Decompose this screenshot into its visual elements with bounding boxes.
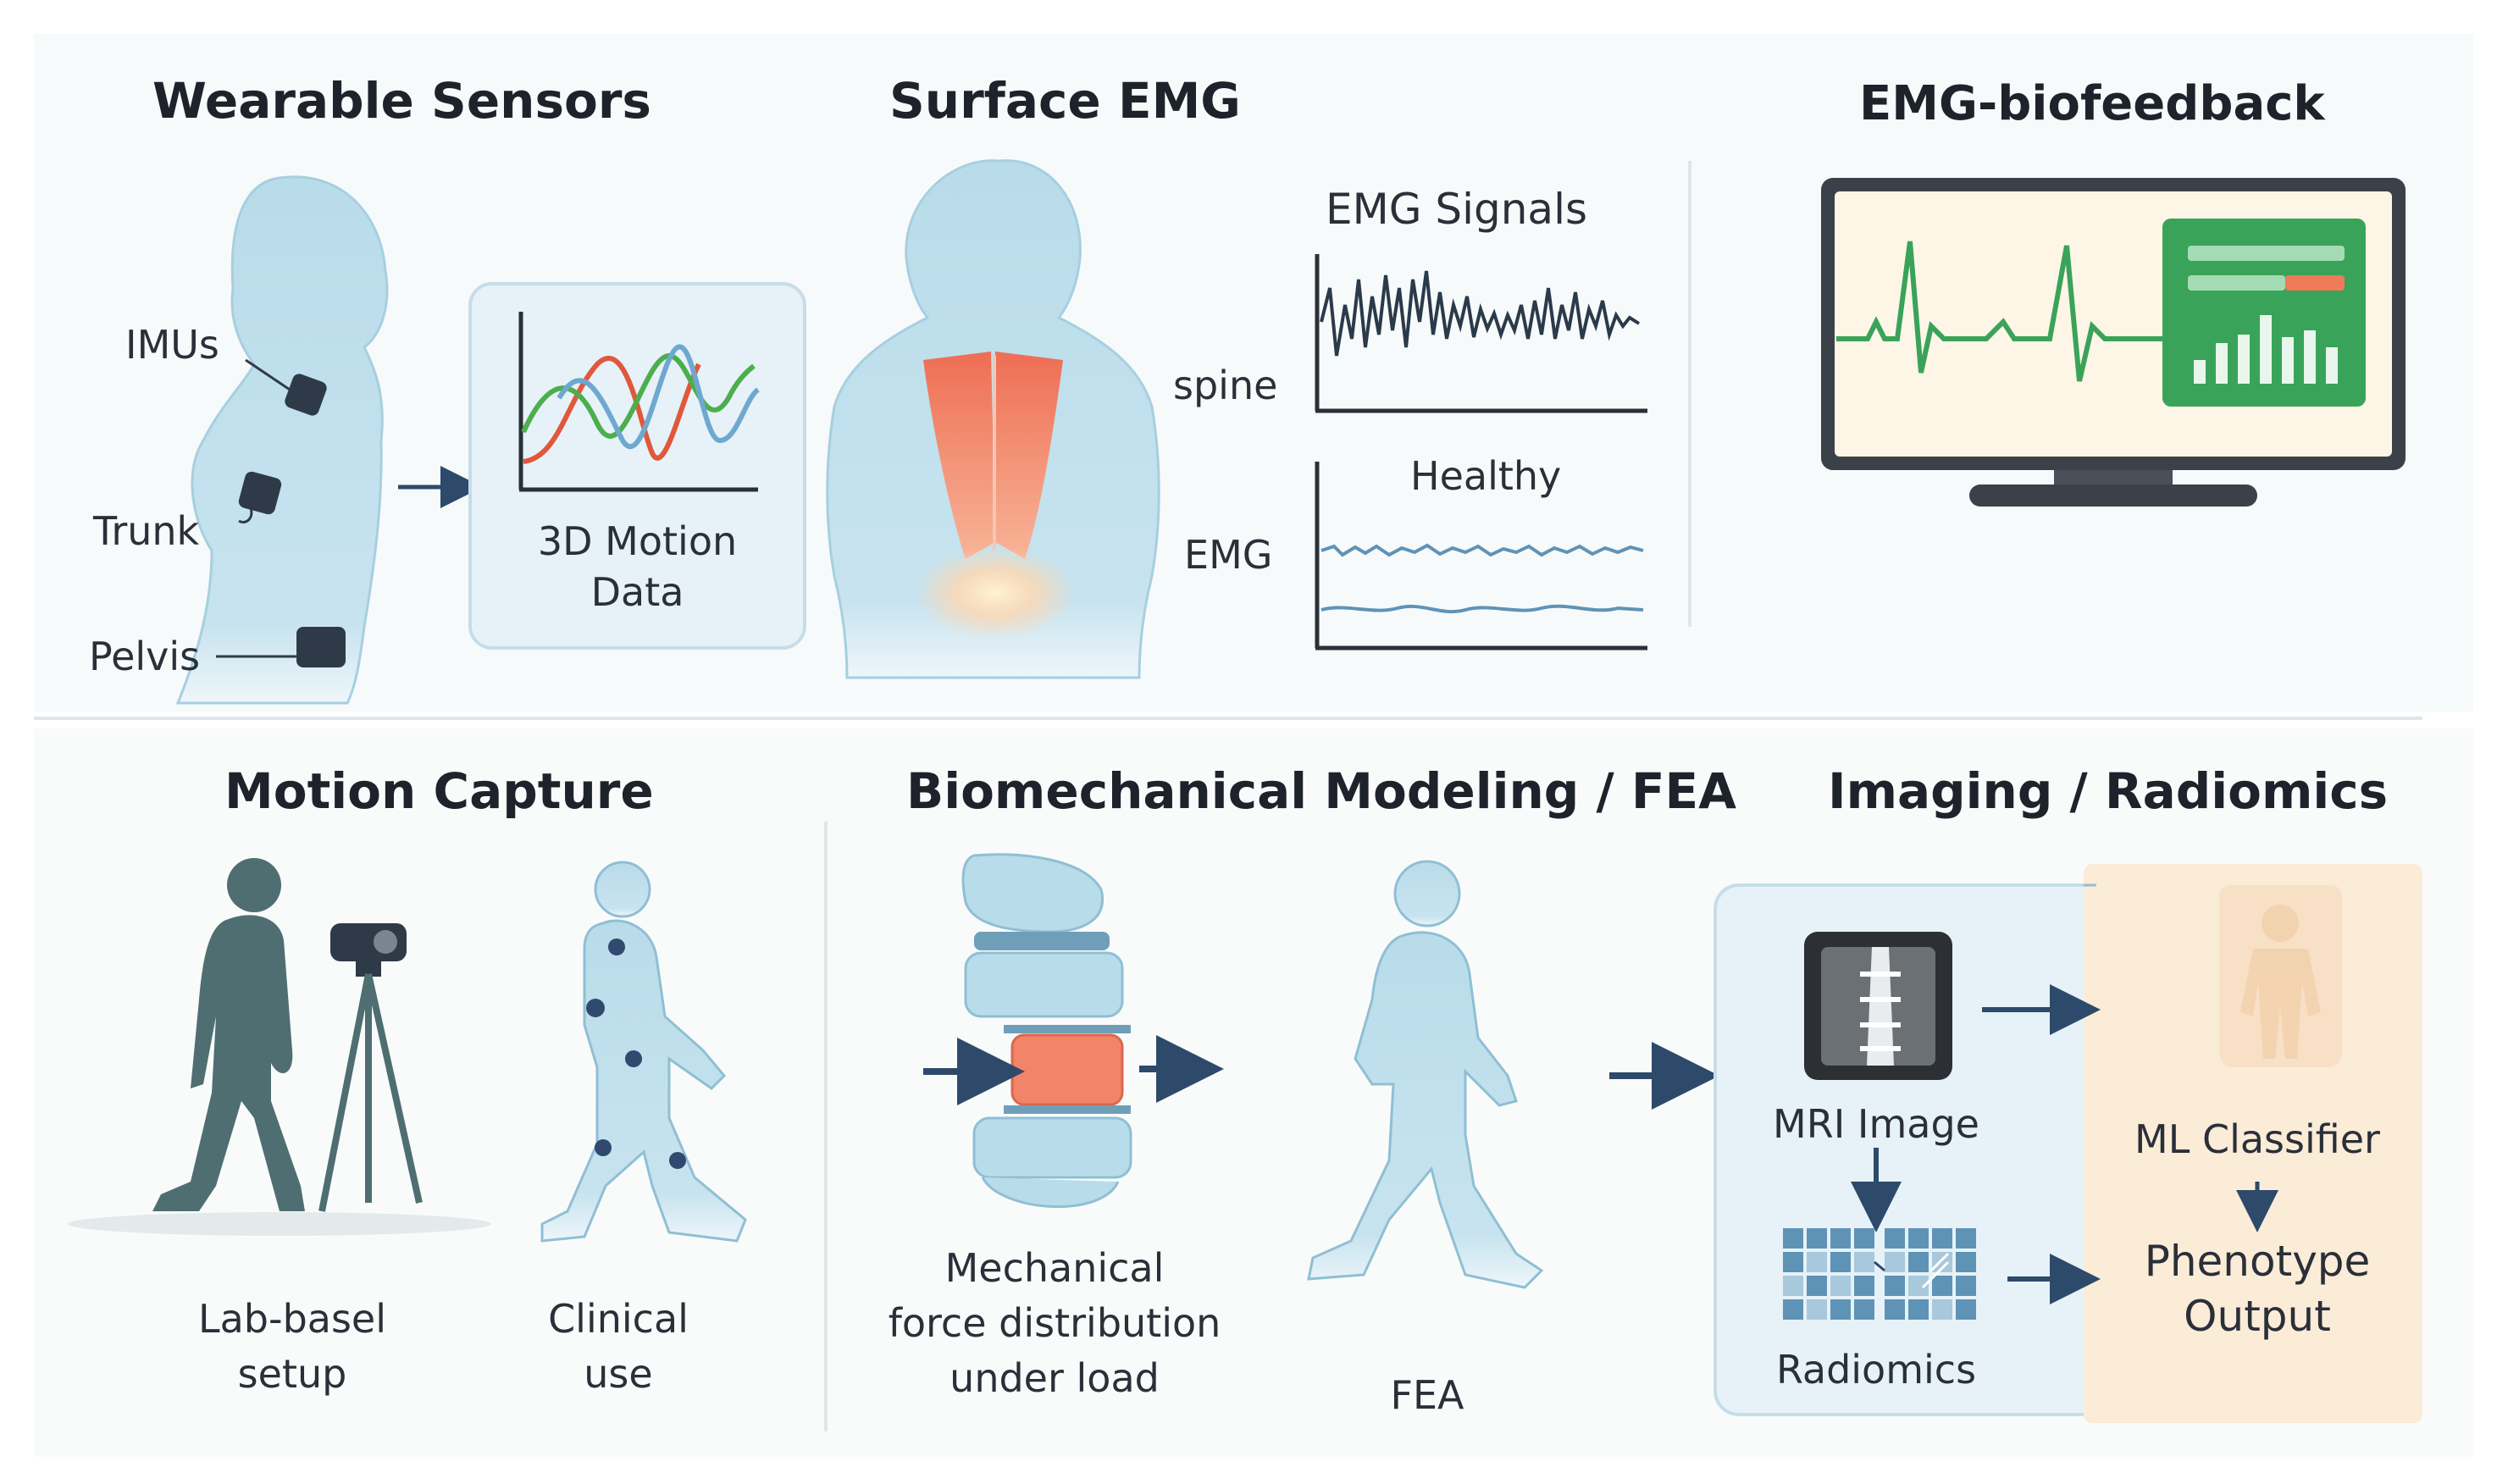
motion-data-panel [468, 282, 806, 650]
walking-figure-markers [540, 861, 747, 1243]
plot-curve-red [523, 356, 701, 464]
clinical-use-line2: use [584, 1351, 653, 1397]
clinical-use-line1: Clinical [548, 1296, 689, 1342]
feedback-col-6 [2304, 330, 2316, 384]
imu-sensor [285, 374, 327, 416]
motion-capture-title: Motion Capture [224, 762, 654, 820]
imus-leader-line [245, 358, 293, 393]
monitor-neck [2054, 470, 2173, 487]
ecg-trace [1836, 241, 2164, 382]
lab-setup-line2: setup [237, 1351, 347, 1397]
pelvis-sensor [296, 627, 346, 667]
emg-plot-bottom [1315, 462, 1647, 651]
imus-label: IMUs [125, 322, 219, 368]
feedback-bar-2 [2188, 275, 2285, 291]
back-muscle-left [923, 352, 995, 559]
wearable-body-figure [175, 175, 389, 705]
feedback-col-3 [2238, 335, 2250, 384]
emg-plot-top [1315, 254, 1647, 413]
feedback-col-7 [2326, 347, 2338, 384]
monitor [1821, 178, 2406, 507]
fea-label: FEA [1390, 1372, 1464, 1418]
feedback-col-2 [2216, 343, 2228, 384]
biomech-title: Biomechanical Modeling / FEA [906, 762, 1736, 820]
tripod-camera [318, 923, 423, 1212]
fea-walking-figure [1307, 860, 1544, 1289]
trunk-sensor [238, 471, 282, 515]
radiomics-label: Radiomics [1775, 1347, 1977, 1393]
feedback-col-5 [2282, 337, 2294, 384]
feedback-col-4 [2260, 315, 2272, 384]
feedback-bar-1 [2188, 246, 2345, 261]
lumbar-glow [915, 546, 1076, 640]
vertebra-model [961, 853, 1132, 1209]
loaded-disc [1010, 1033, 1124, 1106]
emg-healthy-trace-1 [1320, 543, 1644, 557]
spine-label: spine [1173, 363, 1278, 408]
emg-side-label: EMG [1184, 532, 1273, 578]
motion-plot [518, 312, 761, 492]
ml-classifier-label: ML Classifier [2134, 1116, 2380, 1162]
plot-curve-green [521, 352, 756, 439]
mri-label: MRI Image [1773, 1101, 1979, 1147]
biofeedback-title: EMG-biofeedback [1859, 76, 2325, 131]
lab-setup-line1: Lab-basel [197, 1296, 387, 1342]
trunk-label: Trunk [93, 508, 200, 554]
radiomics-grid-left [1783, 1228, 1874, 1320]
force-caption-line2: force distribution [888, 1300, 1221, 1346]
walking-figure-dark [152, 858, 305, 1211]
monitor-stand [1969, 485, 2257, 507]
semg-title: Surface EMG [889, 72, 1241, 130]
phenotype-figure [2240, 905, 2321, 1059]
wearable-title: Wearable Sensors [152, 72, 651, 130]
phenotype-output-line2: Output [2184, 1292, 2331, 1341]
imaging-title: Imaging / Radiomics [1828, 762, 2389, 820]
force-caption-line3: under load [949, 1355, 1160, 1401]
feedback-col-1 [2194, 360, 2206, 384]
pelvis-label: Pelvis [89, 634, 201, 679]
force-caption-line1: Mechanical [944, 1245, 1165, 1291]
emg-signals-title: EMG Signals [1326, 185, 1588, 234]
plot-curve-blue [556, 344, 761, 450]
floor-shadow-left [68, 1212, 491, 1236]
radiomics-grid-right [1885, 1228, 1976, 1320]
healthy-label: Healthy [1410, 453, 1562, 499]
motion-data-caption-line1: 3D Motion [537, 518, 738, 564]
radiomics-grid [1783, 1228, 1976, 1320]
back-muscle-right [995, 352, 1063, 559]
phenotype-output-line1: Phenotype [2144, 1237, 2371, 1286]
emg-signal-burst [1320, 270, 1641, 357]
trunk-leader-line [238, 507, 253, 523]
emg-healthy-trace-2 [1320, 604, 1644, 614]
feedback-bar-2-alert [2285, 275, 2345, 291]
motion-data-caption-line2: Data [590, 569, 684, 615]
